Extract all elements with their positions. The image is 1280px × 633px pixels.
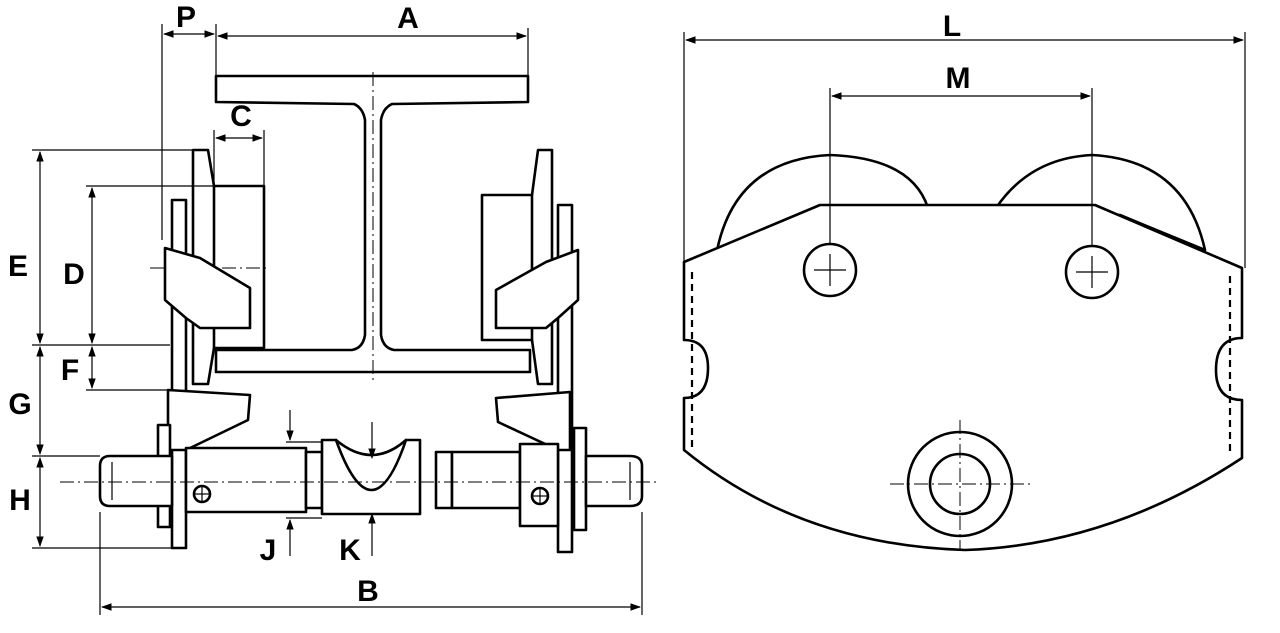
suspension-shaft <box>60 438 660 528</box>
dimension-j: J <box>260 410 322 567</box>
label-p: P <box>176 1 196 34</box>
label-m: M <box>946 62 971 95</box>
label-k: K <box>339 534 361 567</box>
label-b: B <box>357 575 379 608</box>
left-axle-hole <box>802 242 858 298</box>
dimension-p: P <box>161 1 217 240</box>
dimension-h: H <box>9 456 172 549</box>
dimension-m: M <box>829 62 1093 246</box>
label-l: L <box>943 10 961 43</box>
label-e: E <box>8 250 28 283</box>
label-d: D <box>63 258 85 291</box>
label-h: H <box>9 484 31 517</box>
dimension-f: F <box>61 345 168 391</box>
dimension-l: L <box>683 10 1246 268</box>
dimension-c: C <box>213 100 265 186</box>
right-side-plate <box>494 203 588 554</box>
label-j: J <box>260 534 277 567</box>
i-beam-section <box>214 72 532 380</box>
label-a: A <box>397 2 419 35</box>
dimension-a: A <box>216 2 529 76</box>
suspension-boss <box>890 420 1030 550</box>
dimension-g: G <box>8 345 100 457</box>
label-c: C <box>230 100 252 133</box>
dimension-e: E <box>8 149 195 346</box>
front-view: P A C E D <box>8 1 660 615</box>
dimension-d: D <box>63 185 214 345</box>
label-g: G <box>8 388 31 421</box>
side-view: L M <box>682 10 1246 552</box>
right-axle-hole <box>1064 244 1120 300</box>
label-f: F <box>61 354 79 387</box>
dimension-k: K <box>339 422 376 567</box>
dimension-b: B <box>99 512 643 615</box>
